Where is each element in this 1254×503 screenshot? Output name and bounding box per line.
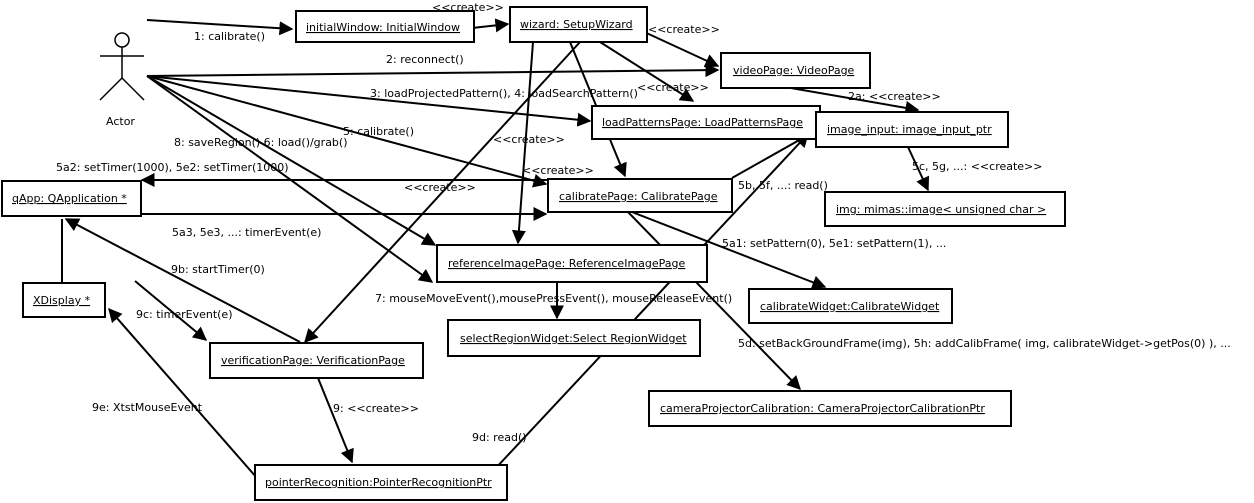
edge-calibratepage-cameraprojector	[627, 211, 801, 391]
message-edges	[61, 18, 930, 486]
msg-9c: 9c: timerEvent(e)	[136, 308, 233, 321]
object-selectregionwidget: selectRegionWidget:Select RegionWidget	[447, 319, 701, 357]
object-initialwindow: initialWindow: InitialWindow	[295, 10, 475, 43]
object-selectregionwidget-label: selectRegionWidget:Select RegionWidget	[460, 332, 687, 345]
edge-wizard-videopage	[639, 29, 720, 68]
object-loadpatternspage-label: loadPatternsPage: LoadPatternsPage	[602, 116, 803, 129]
object-imageinput: image_input: image_input_ptr	[815, 111, 1009, 148]
edge-pointer-xdisplay	[108, 307, 258, 479]
msg-create-cal: <<create>>	[522, 164, 594, 177]
object-initialwindow-label: initialWindow: InitialWindow	[306, 21, 460, 34]
edge-wizard-referenceimage	[511, 41, 534, 245]
msg-9e: 9e: XtstMouseEvent	[92, 401, 203, 414]
object-calibratepage-label: calibratePage: CalibratePage	[559, 190, 718, 203]
object-videopage-label: videoPage: VideoPage	[733, 64, 855, 77]
object-referenceimagepage-label: referenceImagePage: ReferenceImagePage	[448, 257, 686, 270]
object-img-label: img: mimas::image< unsigned char >	[836, 203, 1046, 216]
msg-5-calibrate: 5: calibrate()	[343, 125, 414, 138]
object-calibratewidget: calibrateWidget:CalibrateWidget	[748, 288, 953, 324]
object-calibratewidget-label: calibrateWidget:CalibrateWidget	[760, 300, 940, 313]
msg-5d-5h: 5d: setBackGroundFrame(img), 5h: addCali…	[738, 337, 1231, 350]
object-verificationpage-label: verificationPage: VerificationPage	[221, 354, 405, 367]
edge-actor-videopage	[146, 63, 720, 78]
edge-actor-loadpatterns	[146, 75, 592, 127]
msg-1-calibrate: 1: calibrate()	[194, 30, 265, 43]
msg-3-4: 3: loadProjectedPattern(), 4: loadSearch…	[370, 87, 638, 100]
actor-figure	[99, 32, 145, 101]
object-verificationpage: verificationPage: VerificationPage	[209, 342, 424, 379]
edge-pointer-loadpatterns	[479, 132, 809, 486]
msg-5c-5g: 5c, 5g, ...: <<create>>	[912, 160, 1043, 173]
edge-actor-referenceimage	[146, 75, 437, 246]
object-xdisplay: XDisplay *	[22, 282, 106, 318]
object-pointerrecognition: pointerRecognition:PointerRecognitionPtr	[254, 464, 508, 501]
object-imageinput-label: image_input: image_input_ptr	[827, 123, 992, 136]
msg-5b-5f: 5b, 5f, ...: read()	[738, 179, 828, 192]
object-loadpatternspage: loadPatternsPage: LoadPatternsPage	[591, 105, 821, 140]
msg-7: 7: mouseMoveEvent(),mousePressEvent(), m…	[375, 292, 732, 305]
edge-actor-initialwindow	[146, 19, 294, 36]
object-cameraprojectorcalibration-label: cameraProjectorCalibration: CameraProjec…	[660, 402, 985, 415]
edge-verification-qapp	[64, 218, 301, 343]
msg-2-reconnect: 2: reconnect()	[386, 53, 464, 66]
object-img: img: mimas::image< unsigned char >	[824, 191, 1066, 227]
msg-5a3: 5a3, 5e3, ...: timerEvent(e)	[172, 226, 321, 239]
edge-calibratepage-calibratewidget	[631, 211, 827, 289]
msg-9-create: 9: <<create>>	[333, 402, 419, 415]
msg-create-load: <<create>>	[637, 81, 709, 94]
object-cameraprojectorcalibration: cameraProjectorCalibration: CameraProjec…	[648, 390, 1012, 427]
msg-9b: 9b: startTimer(0)	[171, 263, 265, 276]
object-referenceimagepage: referenceImagePage: ReferenceImagePage	[436, 244, 708, 283]
edge-videopage-imageinput	[784, 86, 920, 115]
edge-actor-calibratepage	[146, 75, 548, 188]
msg-create-qapp: <<create>>	[404, 181, 476, 194]
object-calibratepage: calibratePage: CalibratePage	[547, 178, 733, 213]
msg-9d-read: 9d: read()	[472, 431, 527, 444]
msg-5a1: 5a1: setPattern(0), 5e1: setPattern(1), …	[722, 237, 946, 250]
msg-8-6: 8: saveRegion() 6: load()/grab()	[174, 136, 348, 149]
object-videopage: videoPage: VideoPage	[720, 52, 871, 89]
msg-create-top: <<create>>	[432, 1, 504, 14]
object-wizard-label: wizard: SetupWizard	[520, 18, 633, 31]
edge-9c-verification	[134, 280, 208, 341]
object-pointerrecognition-label: pointerRecognition:PointerRecognitionPtr	[265, 476, 492, 489]
object-qapp: qApp: QApplication *	[1, 180, 142, 217]
actor-label: Actor	[106, 115, 135, 128]
edge-imageinput-img	[907, 146, 930, 192]
edge-calibratepage-loadpatterns	[731, 133, 812, 179]
msg-create-ref: <<create>>	[493, 133, 565, 146]
object-qapp-label: qApp: QApplication *	[12, 192, 127, 205]
edge-verification-pointer	[317, 377, 354, 464]
edge-wizard-verificationpage	[304, 41, 581, 344]
msg-5a2: 5a2: setTimer(1000), 5e2: setTimer(1000)	[56, 161, 289, 174]
object-wizard: wizard: SetupWizard	[509, 6, 648, 43]
msg-2a-create: 2a: <<create>>	[848, 90, 941, 103]
message-labels: 1: calibrate() <<create>> <<create>> 2: …	[56, 1, 1231, 444]
object-xdisplay-label: XDisplay *	[33, 294, 91, 307]
edge-wizard-loadpatterns	[599, 41, 695, 102]
edge-initialwindow-wizard	[471, 18, 510, 33]
msg-create-video: <<create>>	[648, 23, 720, 36]
